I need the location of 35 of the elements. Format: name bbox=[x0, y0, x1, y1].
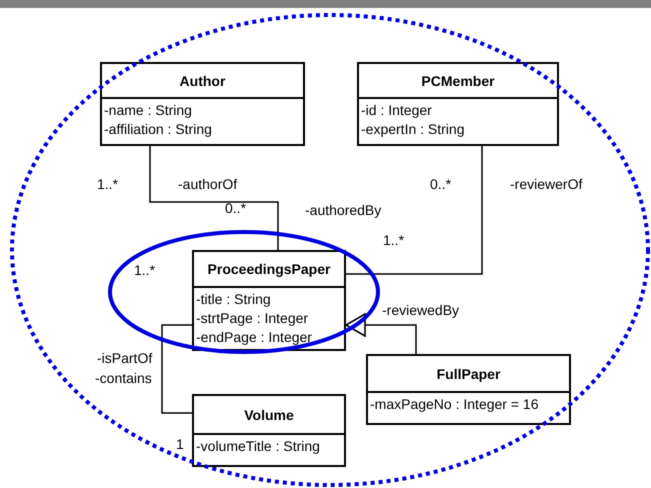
attribute-text: -affiliation : String bbox=[104, 120, 212, 139]
attribute-text: -name : String bbox=[104, 101, 192, 120]
multiplicity: 1..* bbox=[383, 232, 404, 248]
multiplicity: 0..* bbox=[225, 200, 246, 216]
multiplicity: 1 bbox=[176, 436, 184, 452]
association-line bbox=[346, 146, 483, 275]
generalization-arrow bbox=[345, 313, 417, 354]
class-name: Author bbox=[180, 72, 226, 88]
role-name: -isPartOf bbox=[97, 350, 152, 366]
class-box bbox=[192, 394, 346, 467]
attribute-text: -maxPageNo : Integer = 16 bbox=[370, 395, 538, 414]
association-line bbox=[161, 324, 192, 414]
class-name: FullPaper bbox=[436, 366, 500, 382]
role-name: -contains bbox=[95, 370, 152, 386]
class-name: ProceedingsPaper bbox=[208, 261, 330, 277]
attribute-text: -id : Integer bbox=[361, 101, 432, 120]
class-box bbox=[366, 354, 571, 425]
attribute-text: -strtPage : Integer bbox=[196, 309, 308, 328]
class-box bbox=[192, 250, 346, 351]
multiplicity: 1..* bbox=[134, 262, 156, 278]
role-name: -reviewedBy bbox=[382, 302, 460, 318]
attribute-text: -volumeTitle : String bbox=[196, 437, 320, 456]
class-box bbox=[100, 62, 305, 146]
class-name: Volume bbox=[244, 406, 294, 422]
class-name: PCMember bbox=[421, 72, 495, 88]
multiplicity: 0..* bbox=[430, 176, 452, 192]
role-name: -authorOf bbox=[178, 176, 238, 192]
attribute-text: -endPage : Integer bbox=[196, 328, 312, 347]
attribute-text: -title : String bbox=[196, 290, 271, 309]
role-name: -authoredBy bbox=[305, 202, 382, 218]
association-line bbox=[149, 146, 279, 250]
multiplicity: 1..* bbox=[97, 176, 118, 192]
class-box bbox=[357, 62, 559, 146]
attribute-text: -expertIn : String bbox=[361, 120, 464, 139]
role-name: -reviewerOf bbox=[510, 176, 582, 192]
